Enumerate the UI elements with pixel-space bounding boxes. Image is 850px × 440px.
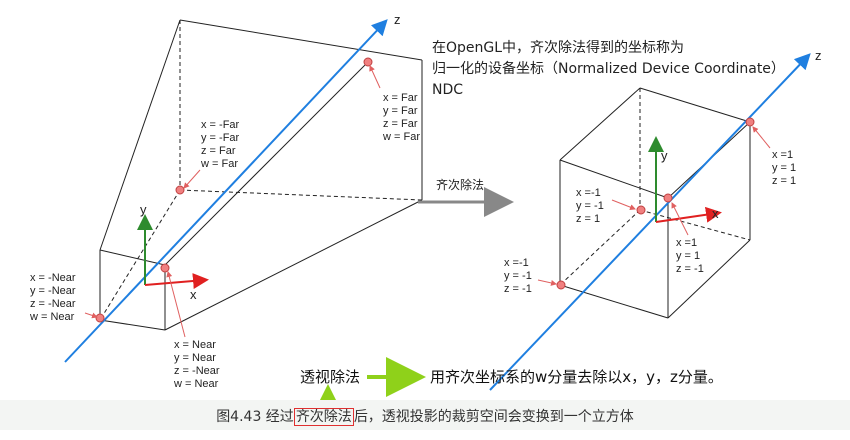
cube-y-label: y — [661, 148, 668, 163]
caption-prefix: 图4.43 经过 — [216, 409, 294, 425]
frustum-x-label: x — [190, 287, 197, 302]
cube-x-label: x — [712, 206, 719, 221]
caption-bar — [0, 400, 850, 430]
frustum-point-far-mid — [175, 185, 185, 195]
frustum-label-near-left: x = -Near y = -Near z = -Near w = Near — [29, 272, 79, 323]
frustum-point-near-left — [95, 313, 105, 323]
frustum-z-axis — [64, 19, 388, 363]
cube-point-top-right — [745, 117, 755, 127]
cube-point-mid-left — [636, 205, 646, 215]
frustum-y-label: y — [140, 202, 147, 217]
caption-highlight: 齐次除法 — [293, 408, 354, 426]
cube-z-axis — [489, 53, 811, 391]
cube-label-top-right: x =1 y = 1 z = 1 — [772, 149, 799, 187]
frustum-pointers — [84, 65, 381, 338]
frustum-label-near-bottom: x = Near y = Near z = -Near w = Near — [173, 339, 223, 390]
cube-point-front — [663, 193, 673, 203]
perspective-term: 透视除法 — [300, 368, 360, 386]
cube-label-mid-left: x =-1 y = -1 z = 1 — [576, 187, 607, 225]
cube-label-front: x =1 y = 1 z = -1 — [676, 237, 704, 275]
cube-z-label: z — [815, 48, 822, 63]
homogeneous-division-label: 齐次除法 — [436, 177, 484, 192]
frustum-label-far-mid: x = -Far y = -Far z = Far w = Far — [200, 119, 242, 170]
figure-caption: 图4.43 经过齐次除法后，透视投影的裁剪空间会变换到一个立方体 — [0, 406, 850, 426]
cube-pointers — [537, 126, 771, 286]
ndc-heading: 在OpenGL中，齐次除法得到的坐标称为 归一化的设备坐标（Normalized… — [432, 39, 789, 98]
frustum — [99, 19, 423, 331]
cube-label-bottom-left: x =-1 y = -1 z = -1 — [504, 257, 535, 295]
frustum-label-far-corner: x = Far y = Far z = Far w = Far — [382, 92, 421, 143]
cube-point-bottom-left — [556, 280, 566, 290]
frustum-z-label: z — [394, 12, 401, 27]
frustum-x-axis — [144, 273, 209, 289]
caption-suffix: 后，透视投影的裁剪空间会变换到一个立方体 — [353, 409, 634, 425]
perspective-desc: 用齐次坐标系的w分量去除以x，y，z分量。 — [430, 368, 723, 386]
ndc-cube — [559, 87, 751, 319]
frustum-point-near-front — [160, 263, 170, 273]
cube-x-axis — [655, 206, 722, 223]
frustum-point-far-corner — [363, 57, 373, 67]
